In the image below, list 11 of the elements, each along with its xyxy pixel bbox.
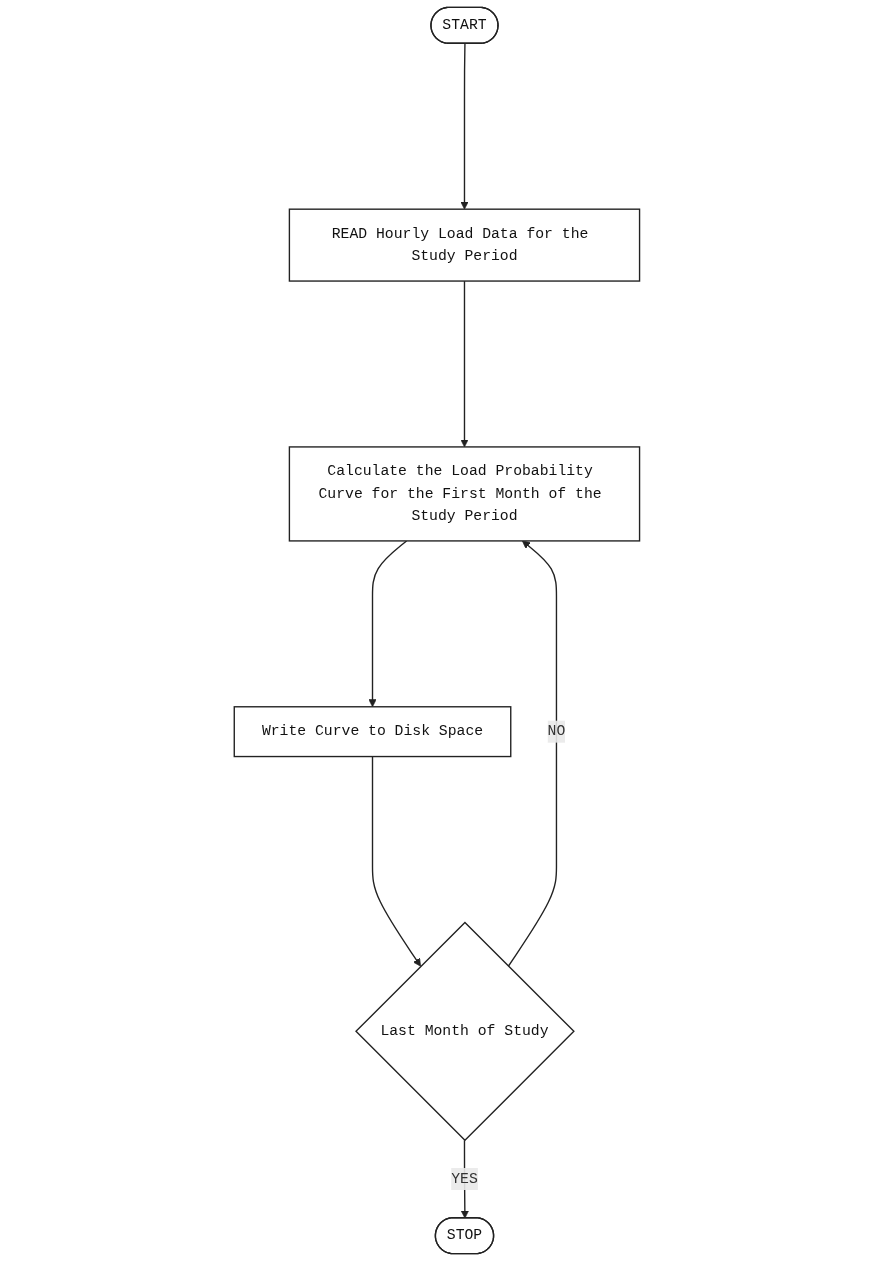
node-diamond: Last Month of Study <box>354 921 575 1142</box>
arrow <box>460 280 469 448</box>
arrow <box>460 43 469 210</box>
arrow <box>371 755 421 967</box>
node-box: Calculate the Load Probability Curve for the First Month of the Study Period <box>288 446 640 542</box>
edge-label: NO <box>547 723 565 740</box>
arrow <box>368 540 407 708</box>
node-box: READ Hourly Load Data for the Study Period <box>288 208 640 282</box>
node-box: Write Curve to Disk Space <box>233 706 511 758</box>
arrow <box>507 540 557 967</box>
edge-label: YES <box>450 1170 478 1188</box>
